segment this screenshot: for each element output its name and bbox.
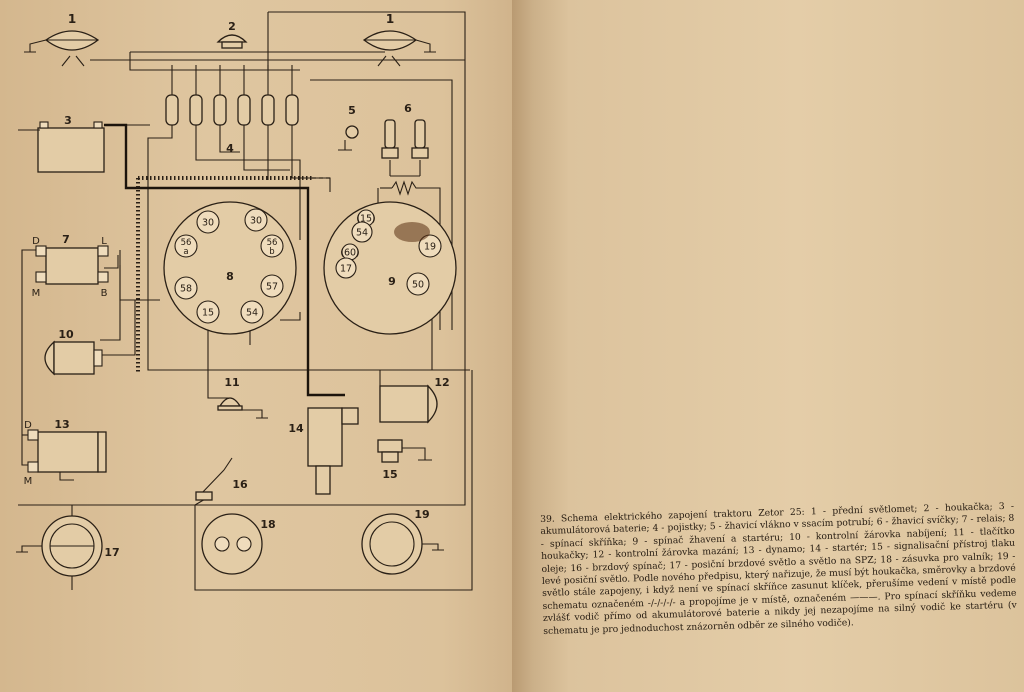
label-1-right: 1 <box>386 12 394 26</box>
charge-lamp: 10 <box>44 328 103 376</box>
switch-box-terminal-3-circle <box>174 234 198 258</box>
switch-box-terminal-4-label: 56 <box>267 238 278 248</box>
label-10: 10 <box>58 328 74 341</box>
fuse-block: 4 <box>165 94 299 155</box>
dynamo-terminal-m: M <box>24 476 33 487</box>
oil-pressure-sender: 15 <box>377 439 432 481</box>
glow-switch-terminal-4-circle <box>335 257 357 279</box>
glow-switch: 9 (15) 54 (60) 17 19 50 <box>323 201 457 335</box>
dynamo-terminal-d: D <box>24 420 32 431</box>
figure-caption: 39. Schema elektrického zapojení traktor… <box>540 501 1017 638</box>
switch-box-terminal-6-circle <box>260 274 284 298</box>
switch-box-terminal-3-label: a <box>183 247 188 257</box>
starter-cable <box>104 123 345 397</box>
label-2: 2 <box>228 20 236 33</box>
glow-switch-terminal-6-label: 50 <box>412 280 424 291</box>
glow-switch-terminal-2-label: 54 <box>356 228 368 239</box>
brake-switch: 16 <box>195 478 248 501</box>
dynamo: 13 D M <box>24 418 107 487</box>
label-12: 12 <box>434 376 449 389</box>
relay-terminal-d: D <box>32 236 40 247</box>
horn: 2 <box>216 20 248 49</box>
starter: 14 <box>288 407 359 495</box>
hatched-cable <box>136 176 312 372</box>
trailer-socket: 18 <box>201 513 276 575</box>
switch-box-terminal-7-circle <box>196 300 220 324</box>
wiring-diagram: 1 1 2 4 3 <box>16 11 473 591</box>
switch-box-terminal-5-label: 58 <box>180 284 192 295</box>
relay-terminal-m: M <box>32 288 41 299</box>
page-gutter <box>512 0 572 692</box>
rear-light: 17 <box>16 515 120 577</box>
switch-box-terminal-1-circle <box>196 210 220 234</box>
glow-switch-terminal-4-label: 17 <box>340 264 352 275</box>
relay: 7 D L M B <box>32 233 109 299</box>
label-13: 13 <box>54 418 69 431</box>
switch-box-terminal-4-circle <box>260 234 284 258</box>
relay-terminal-b: B <box>101 288 108 299</box>
label-5: 5 <box>348 104 356 117</box>
relay-terminal-l: L <box>101 236 107 247</box>
switch-box-terminal-7-label: 15 <box>202 308 214 319</box>
glow-switch-terminals: (15) 54 (60) 17 19 50 <box>335 209 442 296</box>
switch-box-terminal-8-circle <box>240 300 264 324</box>
label-11: 11 <box>224 376 239 389</box>
label-16: 16 <box>232 478 248 491</box>
label-17: 17 <box>104 546 119 559</box>
oil-lamp: 12 <box>379 376 450 424</box>
glow-switch-terminal-5-label: 19 <box>424 242 436 253</box>
headlamp-right: 1 <box>362 12 436 67</box>
glow-switch-terminal-2-circle <box>351 221 373 243</box>
stain <box>394 222 430 242</box>
label-3: 3 <box>64 114 72 127</box>
left-position-light: 19 <box>361 508 444 575</box>
switch-box-terminal-1-label: 30 <box>202 218 214 229</box>
label-8: 8 <box>226 270 234 283</box>
horn-button: 11 <box>217 376 268 419</box>
label-6: 6 <box>404 102 412 115</box>
battery: 3 <box>18 114 105 173</box>
caption-end: ze silného vodiče). <box>767 616 854 631</box>
switch-box-terminal-3-label: 56 <box>181 238 192 248</box>
label-15: 15 <box>382 468 397 481</box>
label-14: 14 <box>288 422 304 435</box>
glow-switch-terminal-1-label: (15) <box>356 214 376 225</box>
label-7: 7 <box>62 233 70 246</box>
headlamp-left: 1 <box>24 12 100 67</box>
glow-plugs: 6 <box>381 102 429 159</box>
switch-box-terminal-8-label: 54 <box>246 308 258 319</box>
glow-switch-terminal-6-circle <box>406 272 430 296</box>
label-4: 4 <box>226 142 234 155</box>
glow-switch-terminal-3-label: (60) <box>340 248 360 259</box>
switch-box-terminal-6-label: 57 <box>266 282 278 293</box>
right-page <box>568 0 1024 692</box>
label-19: 19 <box>414 508 429 521</box>
switch-box-terminal-2-circle <box>244 208 268 232</box>
label-1-left: 1 <box>68 12 76 26</box>
switch-box-terminal-4-label: b <box>269 247 274 257</box>
label-18: 18 <box>260 518 275 531</box>
glow-switch-terminal-5-circle <box>418 234 442 258</box>
switch-box-terminal-5-circle <box>174 276 198 300</box>
glow-indicator: 5 <box>345 104 359 139</box>
switch-box-terminal-2-label: 30 <box>250 216 262 227</box>
label-9: 9 <box>388 275 396 288</box>
